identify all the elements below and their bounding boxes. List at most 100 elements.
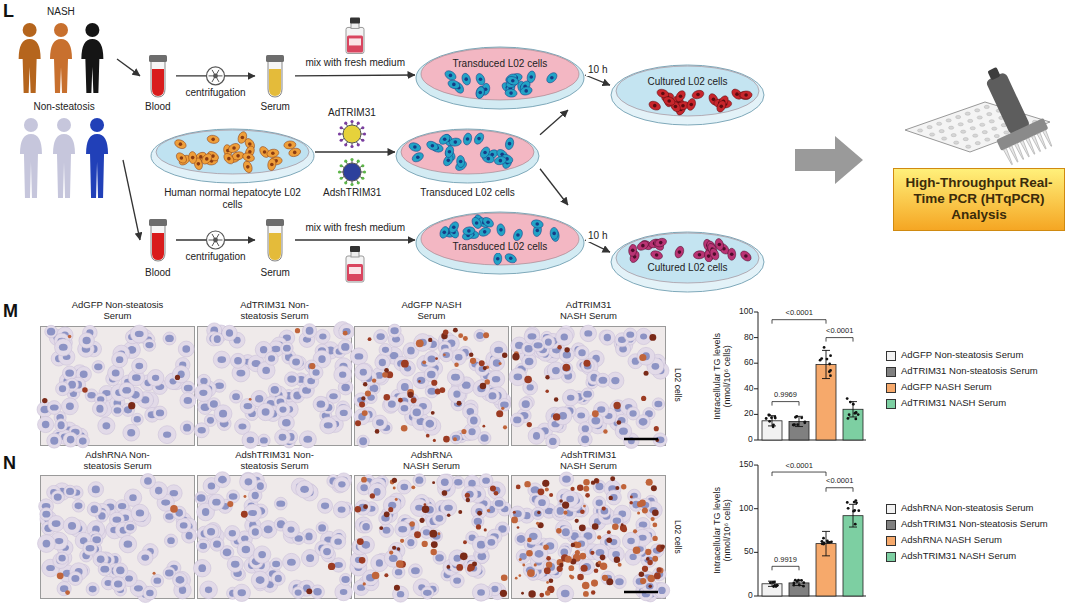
cell-body bbox=[421, 587, 434, 600]
cell-nucleus bbox=[464, 77, 468, 81]
lipid-droplet bbox=[396, 560, 404, 568]
bottle-tag bbox=[349, 38, 361, 45]
cell-nucleus bbox=[525, 345, 533, 353]
micrograph-image bbox=[354, 475, 509, 599]
cell-nucleus bbox=[55, 538, 64, 544]
virus-knob bbox=[340, 164, 343, 167]
cell-nucleus bbox=[479, 366, 486, 372]
lipid-droplet bbox=[355, 506, 361, 512]
cell-body bbox=[581, 359, 594, 372]
lipid-droplet bbox=[397, 547, 400, 550]
cell-body bbox=[335, 583, 352, 600]
dish-medium bbox=[421, 213, 579, 265]
lipid-droplet bbox=[439, 387, 445, 393]
lipid-droplet bbox=[295, 328, 300, 333]
cell-body bbox=[130, 325, 148, 343]
dish-label: Cultured L02 cells bbox=[646, 76, 730, 88]
cell-nucleus bbox=[511, 79, 515, 83]
lipid-droplet bbox=[65, 590, 70, 595]
cell-nucleus bbox=[744, 93, 748, 97]
lipid-droplet bbox=[428, 338, 432, 342]
cell-nucleus bbox=[529, 75, 533, 79]
cell-nucleus bbox=[132, 374, 141, 381]
cell-nucleus bbox=[96, 405, 103, 413]
lipid-droplet bbox=[524, 376, 532, 384]
cell-body bbox=[368, 483, 386, 501]
error-cap bbox=[822, 378, 830, 379]
cell-nucleus bbox=[524, 89, 528, 93]
cell-body bbox=[57, 582, 71, 596]
cell-nucleus bbox=[654, 401, 662, 408]
lipid-droplet bbox=[461, 429, 466, 434]
cell bbox=[648, 99, 662, 111]
cell bbox=[470, 216, 483, 230]
cell-body bbox=[637, 347, 655, 365]
cell-nucleus bbox=[452, 83, 456, 87]
cell-body bbox=[562, 389, 578, 405]
arrow-connector bbox=[585, 240, 610, 252]
cell-body bbox=[124, 521, 136, 533]
virus-capsid bbox=[343, 125, 361, 143]
cell-nucleus bbox=[631, 249, 635, 253]
cell-nucleus bbox=[604, 334, 611, 342]
cell-body bbox=[472, 584, 489, 601]
cell bbox=[462, 132, 473, 146]
cell-nucleus bbox=[435, 515, 443, 522]
lipid-droplet bbox=[328, 563, 335, 570]
lipid-droplet bbox=[68, 335, 71, 338]
cell-nucleus bbox=[255, 395, 263, 403]
cell-nucleus bbox=[313, 588, 321, 595]
tube-label: Serum bbox=[261, 267, 290, 279]
plate-well bbox=[958, 123, 963, 126]
cell-body bbox=[76, 434, 89, 447]
cell-body bbox=[248, 525, 262, 539]
cell-nucleus bbox=[100, 566, 109, 573]
data-point bbox=[765, 417, 768, 420]
cell-nucleus bbox=[262, 408, 270, 415]
cell-nucleus bbox=[202, 508, 209, 516]
cell-body bbox=[275, 429, 291, 445]
cell-nucleus bbox=[59, 555, 66, 562]
tube-content bbox=[269, 69, 281, 96]
cell-nucleus bbox=[444, 505, 453, 511]
lipid-droplet bbox=[424, 503, 427, 506]
error-cap bbox=[849, 527, 857, 528]
cell-body bbox=[119, 382, 135, 398]
data-point bbox=[793, 424, 796, 427]
cell-body bbox=[281, 342, 294, 355]
cell bbox=[479, 145, 492, 159]
cell-nucleus bbox=[528, 333, 537, 339]
lipid-droplet bbox=[483, 332, 489, 338]
cell-body bbox=[339, 324, 355, 340]
cell bbox=[237, 130, 249, 144]
lipid-droplet bbox=[472, 561, 477, 566]
person-head bbox=[90, 118, 104, 132]
data-point bbox=[853, 509, 856, 512]
cell bbox=[284, 140, 297, 149]
cell-nucleus bbox=[50, 437, 58, 445]
virus-knob bbox=[357, 143, 360, 146]
lipid-droplet bbox=[545, 375, 549, 379]
tick-mark bbox=[754, 363, 758, 364]
cell-body bbox=[299, 431, 316, 448]
cell-body bbox=[372, 415, 387, 430]
tube-body bbox=[268, 225, 282, 261]
cell-nucleus bbox=[449, 74, 453, 78]
cell-nucleus bbox=[260, 437, 268, 443]
cell-nucleus bbox=[275, 575, 282, 583]
cell-body bbox=[123, 424, 140, 441]
image-title: AdTRIM31 NASH Serum bbox=[558, 300, 619, 321]
cell-nucleus bbox=[279, 434, 287, 441]
data-point bbox=[829, 354, 832, 357]
cell-body bbox=[379, 511, 393, 525]
cell bbox=[496, 223, 506, 236]
lipid-droplet bbox=[243, 495, 246, 498]
dish-drawing bbox=[395, 122, 540, 184]
lipid-droplet bbox=[175, 375, 180, 380]
cell-nucleus bbox=[619, 428, 628, 435]
cell-nucleus bbox=[475, 221, 479, 225]
cell-body bbox=[98, 563, 111, 576]
cell-body bbox=[51, 490, 64, 503]
lipid-droplet bbox=[389, 550, 393, 554]
plate-well bbox=[980, 123, 985, 126]
